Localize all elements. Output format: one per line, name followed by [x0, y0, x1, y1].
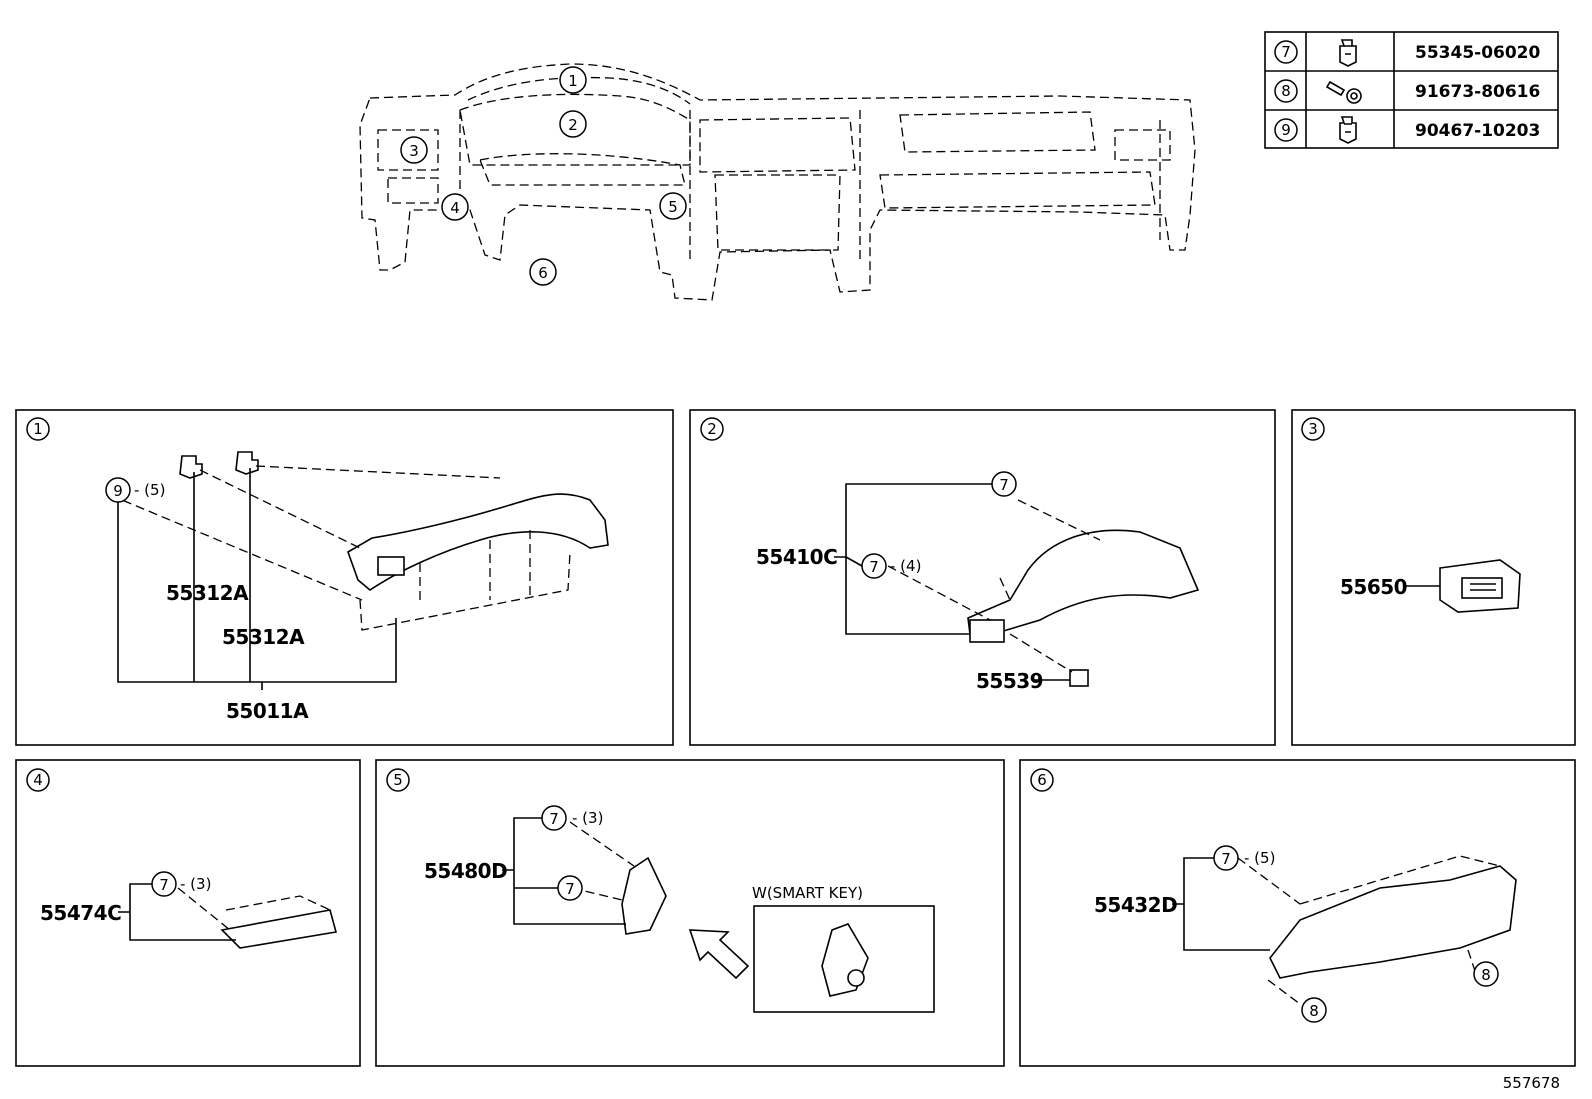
arrow-icon	[688, 929, 750, 980]
overview-callout-2-label: 2	[568, 116, 578, 134]
panel-6-fastener-qty-1: - (5)	[1244, 849, 1275, 867]
clip-icon	[1339, 116, 1357, 144]
panel-1-fastener-ref: 9	[113, 482, 123, 500]
panel-5-fastener-qty-1: - (3)	[572, 809, 603, 827]
clip-icon	[235, 451, 259, 475]
panel-6-fastener-ref-1: 7	[1221, 850, 1231, 868]
panel-4-number: 4	[33, 771, 43, 789]
panel-4-fastener-qty: - (3)	[180, 875, 211, 893]
panel-1: 1 9 - (5) 55312A 55312A 55011A	[15, 409, 674, 746]
panel-3: 3 55650	[1291, 409, 1576, 746]
overview-callout-5	[659, 192, 687, 220]
panel-2-fastener-ref-1: 7	[999, 476, 1009, 494]
panel-1-part-55312a-2: 55312A	[222, 625, 305, 649]
panel-1-fastener-qty: - (5)	[134, 481, 165, 499]
table-part-7: 55345-06020	[1415, 43, 1541, 63]
table-part-8: 91673-80616	[1415, 82, 1540, 102]
panel-2-part-55539: 55539	[976, 669, 1043, 693]
panel-1-part-55011a: 55011A	[226, 699, 309, 723]
dashboard-overview: 1 2 3 4 5 6	[359, 63, 1196, 301]
panel-6-fastener-ref-2: 8	[1481, 966, 1491, 984]
overview-callout-1	[559, 66, 587, 94]
panel-1-number: 1	[33, 420, 43, 438]
panel-2-fastener-qty-2: - (4)	[890, 557, 921, 575]
panel-4-fastener-ref: 7	[159, 876, 169, 894]
panel-3-part-55650: 55650	[1340, 575, 1407, 599]
panel-5-part-55480d: 55480D	[424, 859, 507, 883]
overview-callout-6-label: 6	[538, 264, 548, 282]
overview-callout-3	[400, 136, 428, 164]
panel-5: 5 7 - (3) 7 55480D W(SMART KEY)	[375, 759, 1005, 1067]
panel-5-fastener-ref-2: 7	[565, 880, 575, 898]
panel-5-fastener-ref-1: 7	[549, 810, 559, 828]
panel-6: 6 7 - (5) 8 8 55432D	[1019, 759, 1576, 1067]
panel-2: 2 7 7 - (4) 55410C 55539	[689, 409, 1276, 746]
overview-callout-4-label: 4	[450, 199, 460, 217]
table-ref-8	[1274, 79, 1298, 103]
panel-3-number: 3	[1308, 420, 1318, 438]
panel-4: 4 7 - (3) 55474C	[15, 759, 361, 1067]
overview-callout-4	[441, 193, 469, 221]
panel-5-inset-label: W(SMART KEY)	[752, 884, 863, 902]
panel-2-part-55410c: 55410C	[756, 545, 837, 569]
table-ref-9-label: 9	[1281, 121, 1291, 139]
panel-2-number: 2	[707, 420, 717, 438]
table-ref-8-label: 8	[1281, 82, 1291, 100]
table-ref-9	[1274, 118, 1298, 142]
table-part-9: 90467-10203	[1415, 121, 1540, 141]
clip-icon	[1339, 39, 1357, 67]
air-vent-part	[1439, 559, 1521, 613]
panel-5-number: 5	[393, 771, 403, 789]
clip-icon	[179, 455, 203, 479]
clip-icon	[1069, 669, 1089, 687]
panel-6-part-55432d: 55432D	[1094, 893, 1177, 917]
overview-callout-3-label: 3	[409, 142, 419, 160]
overview-callout-1-label: 1	[568, 72, 578, 90]
fastener-table: 7 55345-06020 8 91673-80616 9 90467-1020…	[1264, 31, 1559, 149]
panel-6-fastener-ref-3: 8	[1309, 1002, 1319, 1020]
diagram-id: 557678	[1503, 1074, 1560, 1092]
smart-key-inset	[753, 905, 935, 1013]
overview-callout-6	[529, 258, 557, 286]
overview-callout-2	[559, 110, 587, 138]
table-ref-7-label: 7	[1281, 43, 1291, 61]
panel-4-part-55474c: 55474C	[40, 901, 121, 925]
panel-6-number: 6	[1037, 771, 1047, 789]
panel-2-fastener-ref-2: 7	[869, 558, 879, 576]
table-ref-7	[1274, 40, 1298, 64]
panel-1-part-55312a-1: 55312A	[166, 581, 249, 605]
overview-callout-5-label: 5	[668, 198, 678, 216]
screw-icon	[1325, 80, 1362, 104]
